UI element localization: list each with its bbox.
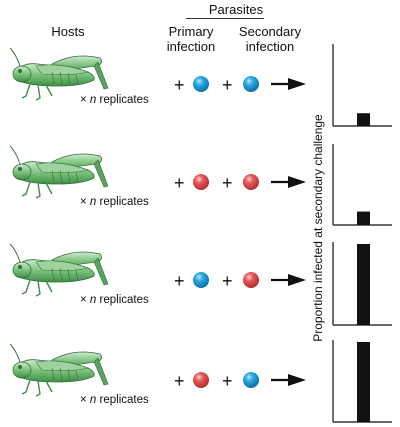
arrow-head-icon — [288, 374, 306, 386]
plus-sign: + — [222, 75, 233, 95]
parasites-header: Parasites — [208, 2, 264, 17]
primary-parasite-icon — [193, 174, 209, 190]
grasshopper-icon — [9, 47, 109, 101]
times-symbol: × — [80, 294, 87, 306]
primary-parasite-icon — [193, 372, 209, 388]
n-variable: n — [89, 196, 97, 208]
replicates-text: replicates — [99, 294, 149, 306]
hosts-header: Hosts — [51, 24, 85, 39]
arrow-head-icon — [288, 176, 306, 188]
primary-header-line2: infection — [166, 39, 216, 54]
plus-sign: + — [174, 271, 185, 291]
proportion-bar — [357, 113, 370, 126]
secondary-infection-header: Secondary infection — [230, 24, 310, 54]
replicates-label-4: × n replicates — [80, 394, 149, 406]
n-variable: n — [89, 394, 97, 406]
secondary-header-line1: Secondary — [238, 24, 302, 39]
replicates-text: replicates — [99, 196, 149, 208]
parasites-underline — [186, 18, 264, 19]
secondary-parasite-icon — [243, 272, 259, 288]
replicates-label-2: × n replicates — [80, 196, 149, 208]
plus-sign: + — [222, 173, 233, 193]
plus-sign: + — [174, 173, 185, 193]
secondary-header-line2: infection — [245, 39, 295, 54]
secondary-parasite-icon — [243, 372, 259, 388]
primary-infection-header: Primary infection — [156, 24, 226, 54]
n-variable: n — [89, 94, 97, 106]
times-symbol: × — [80, 94, 87, 106]
grasshopper-icon — [9, 145, 109, 199]
plus-sign: + — [174, 371, 185, 391]
primary-parasite-icon — [193, 76, 209, 92]
plus-sign: + — [174, 75, 185, 95]
proportion-bar — [357, 244, 370, 325]
grasshopper-icon — [9, 243, 109, 297]
times-symbol: × — [80, 394, 87, 406]
times-symbol: × — [80, 196, 87, 208]
n-variable: n — [89, 294, 97, 306]
plus-sign: + — [222, 271, 233, 291]
arrow-head-icon — [288, 78, 306, 90]
plus-sign: + — [222, 371, 233, 391]
primary-parasite-icon — [193, 272, 209, 288]
grasshopper-icon — [9, 343, 109, 397]
secondary-parasite-icon — [243, 76, 259, 92]
replicates-text: replicates — [99, 394, 149, 406]
proportion-bar — [357, 342, 370, 422]
arrow-head-icon — [288, 274, 306, 286]
proportion-bar — [357, 211, 370, 225]
secondary-parasite-icon — [243, 174, 259, 190]
replicates-text: replicates — [99, 94, 149, 106]
primary-header-line1: Primary — [168, 24, 214, 39]
replicates-label-1: × n replicates — [80, 94, 149, 106]
replicates-label-3: × n replicates — [80, 294, 149, 306]
